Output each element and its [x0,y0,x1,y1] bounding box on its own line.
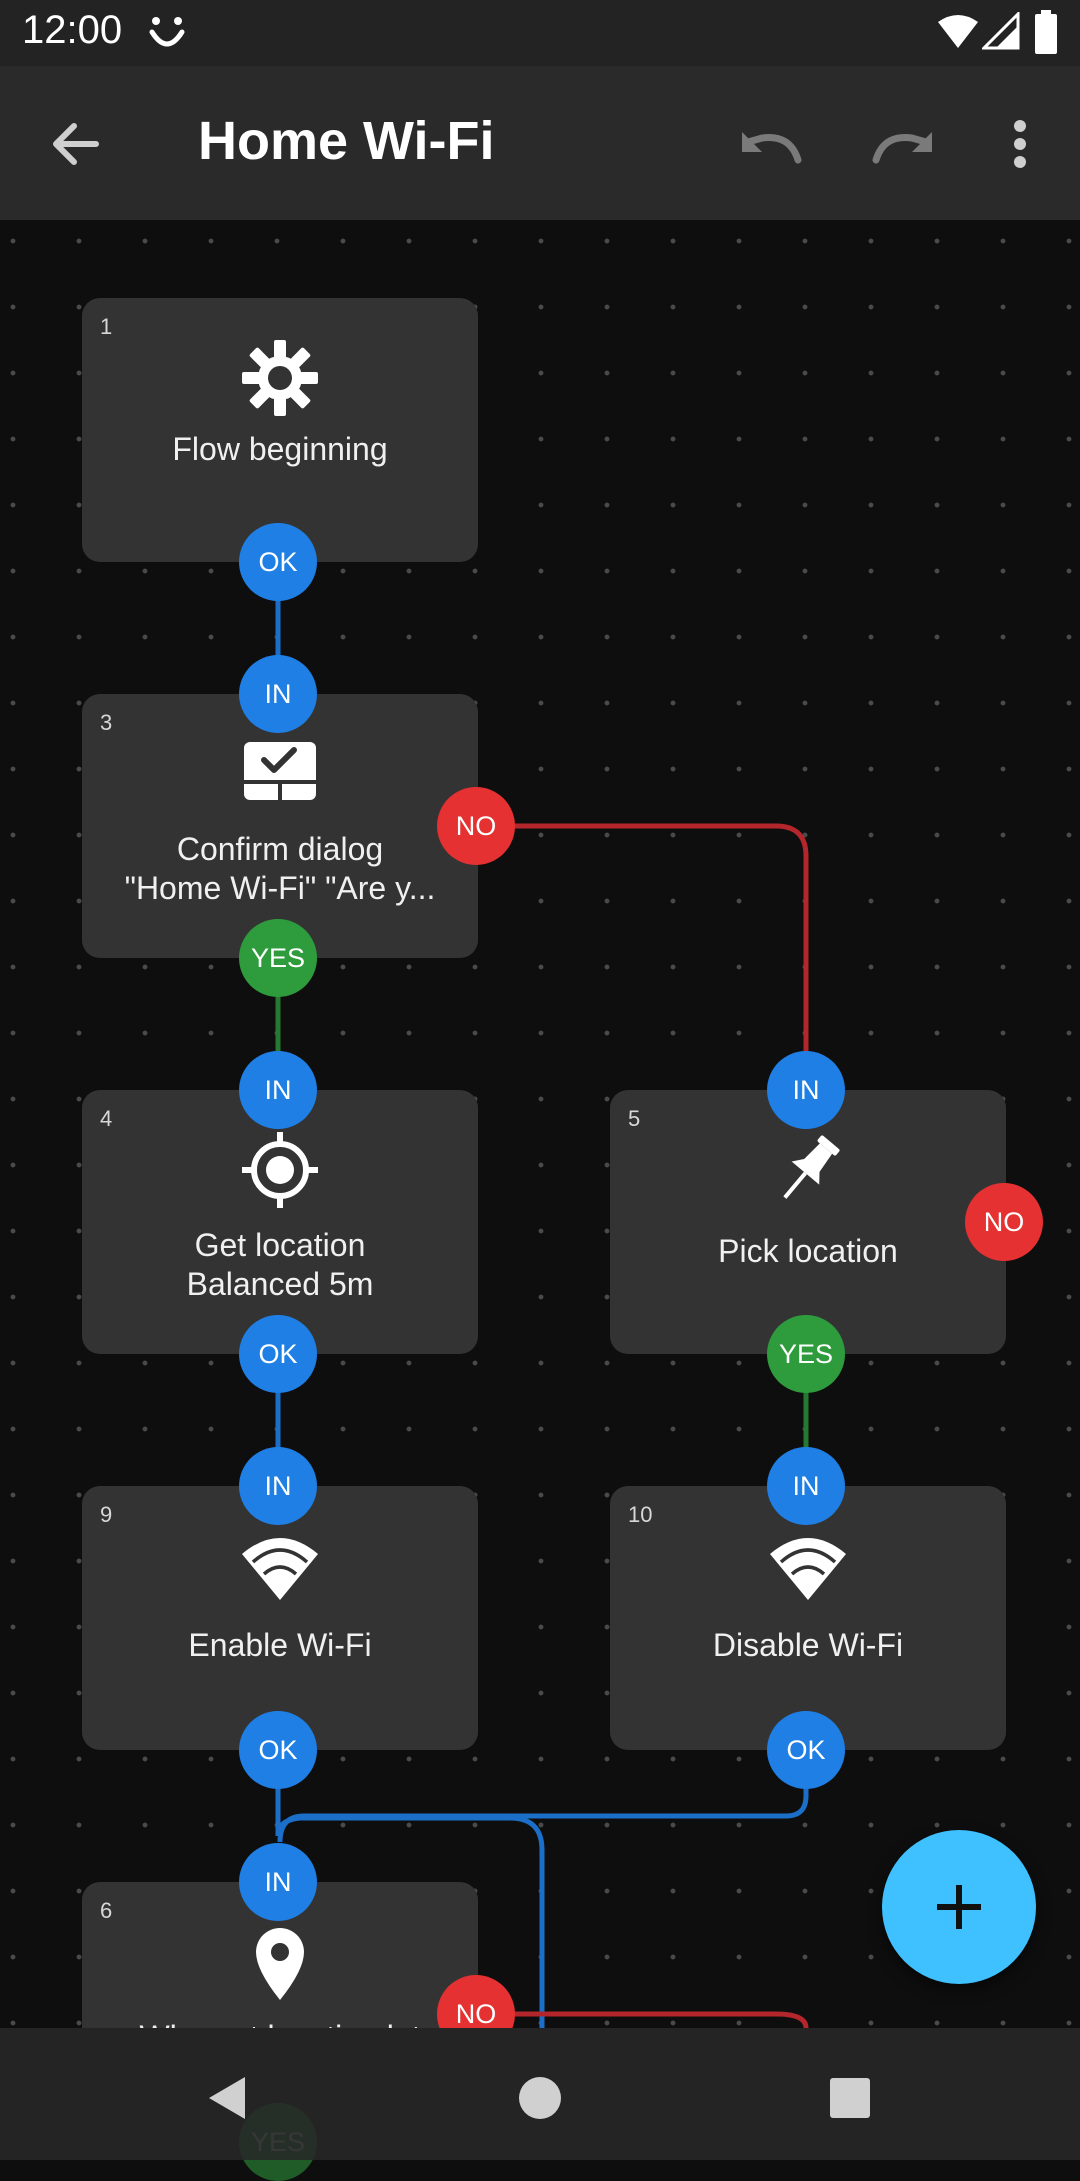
node-number: 4 [100,1106,113,1131]
wifi-icon [242,1538,318,1600]
wire-10-to-6 [275,1750,809,1843]
wire-6-no [476,2011,809,2028]
port-yes-node-5[interactable]: YES [767,1315,845,1393]
port-in-node-4[interactable]: IN [239,1051,317,1129]
node-enable-wifi[interactable]: 9 Enable Wi-Fi [82,1486,478,1750]
node-label: Confirm dialog "Home Wi-Fi" "Are y... [82,830,478,908]
node-flow-beginning[interactable]: 1 Flow beginning [82,298,478,562]
back-button[interactable] [44,112,108,176]
port-in-node-9[interactable]: IN [239,1447,317,1525]
system-nav-bar [0,2028,1080,2160]
page-title: Home Wi-Fi [198,111,495,171]
nav-back-icon [209,2077,245,2119]
node-pick-location[interactable]: 5 Pick location [610,1090,1006,1354]
arrow-back-icon [53,123,99,165]
battery-icon [1035,10,1057,54]
node-label-line2: Balanced 5m [186,1266,374,1302]
nav-recents-icon [830,2078,870,2118]
port-ok-node-10[interactable]: OK [767,1711,845,1789]
pin-icon [783,1135,840,1199]
add-action-button[interactable] [882,1830,1036,1984]
flow-canvas[interactable]: 1 Flow beginning 3 Confirm dialog "Home … [0,220,1080,2028]
node-number: 10 [628,1502,653,1527]
nav-home-icon [519,2077,561,2119]
port-ok-node-1[interactable]: OK [239,523,317,601]
app-bar: Home Wi-Fi [0,66,1080,220]
node-label: Pick location [718,1233,898,1269]
nav-back-button[interactable] [188,2058,268,2138]
node-label-line1: Get location [194,1227,366,1263]
status-time: 12:00 [22,8,123,52]
more-options-button[interactable] [1000,116,1040,176]
node-label: Enable Wi-Fi [188,1627,372,1663]
port-ok-node-4[interactable]: OK [239,1315,317,1393]
node-label: Flow beginning [172,431,388,467]
undo-button[interactable] [736,116,806,176]
smiley-icon [149,17,185,47]
port-in-node-6[interactable]: IN [239,1843,317,1921]
port-in-node-10[interactable]: IN [767,1447,845,1525]
node-number: 5 [628,1106,641,1131]
node-label-line2: "Home Wi-Fi" "Are y... [124,870,436,906]
status-bar: 12:00 [0,0,1080,66]
gear-icon [242,340,318,416]
node-number: 6 [100,1898,113,1923]
port-no-node-3[interactable]: NO [437,787,515,865]
nav-home-button[interactable] [500,2058,580,2138]
wifi-icon [770,1538,846,1600]
redo-button[interactable] [868,116,938,176]
port-yes-node-3[interactable]: YES [239,919,317,997]
gps-target-icon [242,1132,318,1208]
more-vert-icon [1014,120,1026,168]
wire-3-no-to-5 [476,823,809,1090]
node-label-line1: When at location lat [96,2018,464,2028]
port-in-node-3[interactable]: IN [239,655,317,733]
port-no-node-5[interactable]: NO [965,1183,1043,1261]
dialog-check-icon [244,742,316,800]
wifi-signal-icon [938,15,978,48]
node-number: 9 [100,1502,113,1527]
wire-9-down [275,1815,545,2028]
node-label-line1: Confirm dialog [176,831,384,867]
port-in-node-5[interactable]: IN [767,1051,845,1129]
nav-recents-button[interactable] [810,2058,890,2138]
redo-icon [872,132,932,164]
cell-signal-icon [982,12,1020,50]
node-number: 1 [100,314,113,339]
node-label: Get location Balanced 5m [82,1226,478,1304]
node-label: When at location lat lon [82,2018,478,2028]
node-get-location[interactable]: 4 Get location Balanced 5m [82,1090,478,1354]
plus-icon [937,1885,981,1929]
port-ok-node-9[interactable]: OK [239,1711,317,1789]
location-marker-icon [256,1928,304,2000]
node-number: 3 [100,710,113,735]
node-label: Disable Wi-Fi [712,1627,904,1663]
node-disable-wifi[interactable]: 10 Disable Wi-Fi [610,1486,1006,1750]
node-confirm-dialog[interactable]: 3 Confirm dialog "Home Wi-Fi" "Are y... [82,694,478,958]
undo-icon [742,132,802,164]
